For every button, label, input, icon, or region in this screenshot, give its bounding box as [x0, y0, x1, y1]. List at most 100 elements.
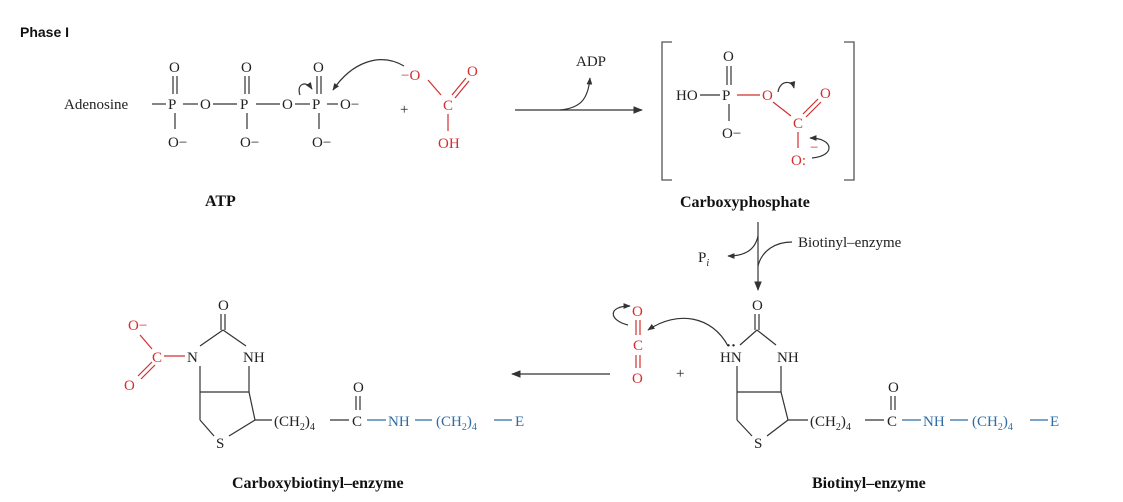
amide-oxygen: O: [353, 380, 364, 396]
pi-release-arrow: [727, 235, 759, 259]
bond: [427, 79, 442, 96]
amide-oxygen: O: [888, 380, 899, 396]
amide-carbon: C: [352, 414, 362, 430]
bond: [766, 419, 789, 437]
co2-carbon: C: [633, 338, 643, 354]
adenosine-label: Adenosine: [64, 97, 128, 113]
double-bond: [137, 361, 153, 377]
carboxyphosphate-structure: HO P O O− O C O O: − Carboxyphosphate: [661, 41, 855, 211]
plus-sign: +: [400, 102, 408, 118]
phase-label: Phase I: [20, 24, 69, 40]
carboxyl-carbon: C: [793, 116, 803, 132]
double-bond: [451, 77, 467, 96]
co2-oxygen-top: O: [632, 304, 643, 320]
sulfur: S: [216, 436, 224, 452]
nucleophilic-attack-arrow: [332, 59, 405, 91]
ring-nh: NH: [777, 350, 799, 366]
enzyme-label: E: [515, 414, 524, 430]
ureido-oxygen: O: [752, 298, 763, 314]
right-bracket: [844, 41, 855, 181]
oxygen-1: O: [169, 60, 180, 76]
electron-push-arrow: [612, 303, 631, 326]
ring-nh: NH: [243, 350, 265, 366]
oxygen-anion-2: O−: [240, 135, 259, 151]
biotinyl-enzyme-structure: O HN ·· NH S (CH2)4 C O NH (CH2)4 E Biot…: [720, 298, 1059, 492]
double-bond: [454, 80, 470, 99]
bicarbonate-carbon: C: [443, 98, 453, 114]
terminal-oxygen-anion: O−: [340, 97, 359, 113]
sulfur: S: [754, 436, 762, 452]
bicarbonate-oxygen-anion: −O: [401, 68, 420, 84]
plus-sign-2: +: [676, 366, 684, 382]
oxygen-2: O: [241, 60, 252, 76]
left-bracket: [661, 41, 672, 181]
phosphoryl-oxygen: O: [723, 49, 734, 65]
biotinyl-enzyme-name: Biotinyl–enzyme: [812, 475, 926, 492]
carboxyl-carbon: C: [152, 350, 162, 366]
phosphate-oxygen-anion: O−: [722, 126, 741, 142]
bond: [139, 334, 153, 350]
bicarbonate-structure: −O C O OH: [401, 64, 478, 152]
ring-n: N: [187, 350, 198, 366]
oxygen-anion-1: O−: [168, 135, 187, 151]
bond: [736, 419, 753, 437]
hydroxyl-label: HO: [676, 88, 698, 104]
amide-carbon: C: [887, 414, 897, 430]
bicarbonate-oxygen: O: [467, 64, 478, 80]
double-bond: [805, 101, 822, 118]
amide-nh: NH: [388, 414, 410, 430]
oxygen-anion-3: O−: [312, 135, 331, 151]
atp-name: ATP: [205, 193, 236, 210]
nucleophilic-attack-arrow: [647, 317, 729, 347]
electron-push-arrow: [809, 135, 830, 159]
carboxybiotinyl-enzyme-name: Carboxybiotinyl–enzyme: [232, 475, 404, 492]
double-bond: [802, 98, 819, 115]
reaction-arrow-2: Pi Biotinyl–enzyme: [698, 222, 902, 291]
lone-pair: ··: [726, 338, 736, 354]
oxygen-3: O: [313, 60, 324, 76]
adp-release-arrow: [559, 77, 593, 111]
bond: [756, 329, 777, 346]
carboxylate-oxygen: O:: [791, 153, 806, 169]
bond: [780, 391, 789, 421]
carboxyphosphate-name: Carboxyphosphate: [680, 194, 810, 211]
reaction-arrow-1: ADP: [515, 54, 643, 114]
bond: [772, 101, 792, 117]
bicarbonate-hydroxyl: OH: [438, 136, 460, 152]
carboxyl-oxygen: O: [124, 378, 135, 394]
biotinyl-enzyme-entry-arrow: [757, 241, 793, 267]
nucleophilic-nitrogen: HN: [720, 350, 742, 366]
carbonyl-oxygen: O: [820, 86, 831, 102]
lysine-chain: (CH2)4: [972, 414, 1013, 433]
phosphorus-2: P: [240, 97, 248, 113]
bond: [739, 329, 758, 346]
bond: [222, 329, 247, 347]
side-chain: (CH2)4: [810, 414, 851, 433]
atp-structure: Adenosine P O O− O P O O− O P O O− O−: [64, 59, 408, 210]
bridge-oxygen-1: O: [200, 97, 211, 113]
carboxylate-charge: −: [810, 140, 818, 156]
adp-label: ADP: [576, 54, 606, 70]
co2-oxygen-bottom: O: [632, 371, 643, 387]
bridge-oxygen-2: O: [282, 97, 293, 113]
biotinyl-enzyme-reagent: Biotinyl–enzyme: [798, 235, 902, 251]
pi-label: Pi: [698, 250, 709, 269]
ureido-oxygen: O: [218, 298, 229, 314]
side-chain: (CH2)4: [274, 414, 315, 433]
amide-nh: NH: [923, 414, 945, 430]
double-bond: [140, 364, 156, 380]
phosphorus-1: P: [168, 97, 176, 113]
electron-push-arrow: [777, 81, 796, 93]
carboxyphosphate-phosphorus: P: [722, 88, 730, 104]
enzyme-label: E: [1050, 414, 1059, 430]
bridging-oxygen: O: [762, 88, 773, 104]
lysine-chain: (CH2)4: [436, 414, 477, 433]
phosphorus-3: P: [312, 97, 320, 113]
bond: [199, 329, 224, 347]
carboxylate-oxygen-anion: O−: [128, 318, 147, 334]
bond: [199, 419, 215, 437]
bond: [248, 391, 256, 421]
co2-structure: O C O +: [612, 303, 729, 387]
electron-push-arrow: [298, 82, 313, 96]
